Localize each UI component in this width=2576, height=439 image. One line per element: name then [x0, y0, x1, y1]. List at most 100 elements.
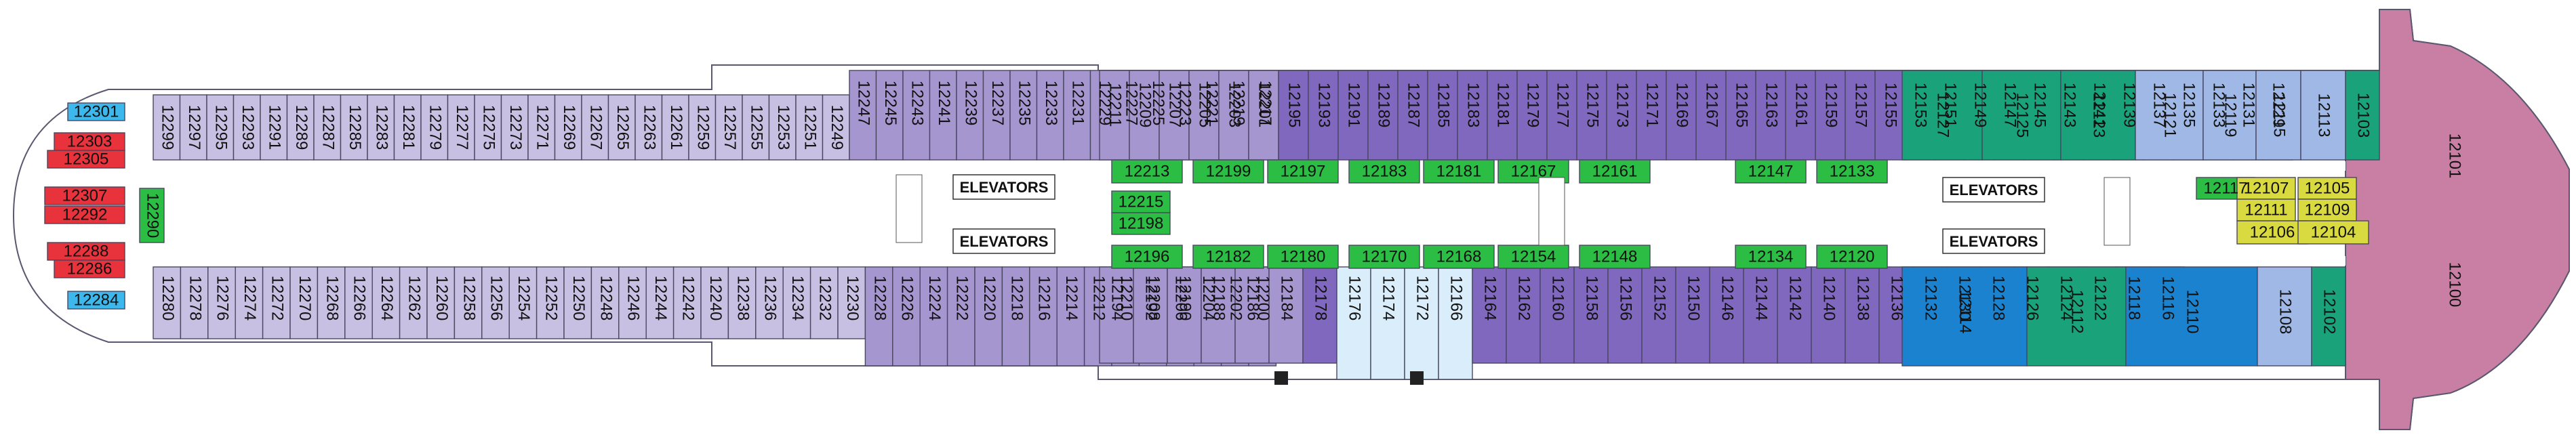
cabin[interactable]: [207, 266, 236, 339]
cabin[interactable]: [262, 266, 291, 339]
cabin[interactable]: [2297, 198, 2357, 222]
cabin[interactable]: [782, 266, 811, 339]
cabin[interactable]: [54, 259, 125, 278]
cabin[interactable]: [902, 70, 931, 161]
cabin[interactable]: [153, 94, 181, 161]
cabin[interactable]: [1506, 266, 1541, 364]
cabin[interactable]: [1901, 266, 2028, 367]
cabin[interactable]: [837, 266, 866, 339]
cabin[interactable]: [1666, 70, 1697, 161]
cabin[interactable]: [1192, 245, 1264, 269]
cabin[interactable]: [1111, 212, 1171, 235]
cabin[interactable]: [2300, 70, 2346, 161]
cabin[interactable]: [1192, 159, 1264, 184]
cabin[interactable]: [1427, 70, 1458, 161]
cabin[interactable]: [1675, 266, 1710, 364]
cabin[interactable]: [2345, 70, 2380, 161]
cabin[interactable]: [1009, 70, 1038, 161]
cabin[interactable]: [1397, 70, 1428, 161]
cabin[interactable]: [1111, 245, 1183, 269]
cabin[interactable]: [1267, 159, 1339, 184]
cabin[interactable]: [1167, 266, 1202, 364]
cabin[interactable]: [1576, 70, 1607, 161]
cabin[interactable]: [1133, 266, 1168, 364]
cabin[interactable]: [982, 70, 1011, 161]
cabin[interactable]: [313, 94, 342, 161]
cabin[interactable]: [1248, 70, 1279, 161]
cabin[interactable]: [1036, 70, 1064, 161]
cabin[interactable]: [742, 94, 770, 161]
cabin[interactable]: [1099, 70, 1130, 161]
cabin[interactable]: [1743, 266, 1778, 364]
cabin[interactable]: [1816, 159, 1888, 184]
cabin[interactable]: [563, 266, 592, 339]
cabin[interactable]: [1337, 70, 1369, 161]
cabin[interactable]: [1815, 70, 1846, 161]
cabin[interactable]: [1845, 266, 1880, 364]
cabin[interactable]: [1981, 70, 2061, 161]
cabin[interactable]: [2202, 70, 2257, 161]
cabin[interactable]: [508, 266, 538, 339]
cabin[interactable]: [1267, 245, 1339, 269]
cabin[interactable]: [795, 94, 824, 161]
cabin[interactable]: [153, 266, 182, 339]
cabin[interactable]: [1159, 70, 1190, 161]
cabin[interactable]: [286, 94, 315, 161]
cabin[interactable]: [2026, 266, 2127, 367]
cabin[interactable]: [454, 266, 483, 339]
cabin[interactable]: [919, 266, 948, 367]
cabin[interactable]: [661, 94, 689, 161]
cabin[interactable]: [1641, 266, 1676, 364]
cabin[interactable]: [180, 266, 209, 339]
cabin[interactable]: [1234, 266, 1270, 364]
cabin[interactable]: [393, 94, 422, 161]
cabin[interactable]: [399, 266, 428, 339]
cabin[interactable]: [481, 266, 510, 339]
cabin[interactable]: [527, 94, 556, 161]
cabin[interactable]: [672, 266, 702, 339]
cabin[interactable]: [1579, 245, 1651, 269]
cabin[interactable]: [1755, 70, 1786, 161]
cabin[interactable]: [822, 94, 850, 161]
cabin[interactable]: [755, 266, 784, 339]
cabin[interactable]: [260, 94, 288, 161]
cabin[interactable]: [344, 266, 373, 339]
cabin[interactable]: [1063, 70, 1091, 161]
cabin[interactable]: [2297, 177, 2357, 200]
cabin[interactable]: [1777, 266, 1812, 364]
cabin[interactable]: [426, 266, 456, 339]
cabin[interactable]: [47, 150, 125, 169]
cabin[interactable]: [1816, 245, 1888, 269]
cabin[interactable]: [500, 94, 529, 161]
cabin[interactable]: [1056, 266, 1085, 367]
cabin[interactable]: [67, 291, 125, 310]
cabin[interactable]: [235, 266, 264, 339]
cabin[interactable]: [581, 94, 609, 161]
cabin[interactable]: [700, 266, 729, 339]
cabin[interactable]: [1001, 266, 1030, 367]
cabin[interactable]: [1725, 70, 1756, 161]
cabin[interactable]: [809, 266, 839, 339]
cabin[interactable]: [1278, 70, 1309, 161]
cabin[interactable]: [892, 266, 921, 367]
cabin[interactable]: [1404, 266, 1439, 380]
cabin[interactable]: [1811, 266, 1846, 364]
cabin[interactable]: [1735, 245, 1807, 269]
cabin[interactable]: [1218, 70, 1249, 161]
cabin[interactable]: [607, 94, 636, 161]
cabin[interactable]: [864, 266, 893, 367]
cabin[interactable]: [2125, 266, 2258, 367]
cabin[interactable]: [1188, 70, 1220, 161]
cabin[interactable]: [618, 266, 647, 339]
cabin[interactable]: [645, 266, 675, 339]
cabin[interactable]: [67, 102, 125, 121]
cabin[interactable]: [2311, 266, 2346, 367]
cabin[interactable]: [233, 94, 261, 161]
cabin[interactable]: [371, 266, 401, 339]
cabin[interactable]: [1423, 159, 1495, 184]
cabin[interactable]: [688, 94, 717, 161]
cabin[interactable]: [554, 94, 582, 161]
cabin[interactable]: [1423, 245, 1495, 269]
cabin[interactable]: [1367, 70, 1398, 161]
cabin[interactable]: [1516, 70, 1548, 161]
